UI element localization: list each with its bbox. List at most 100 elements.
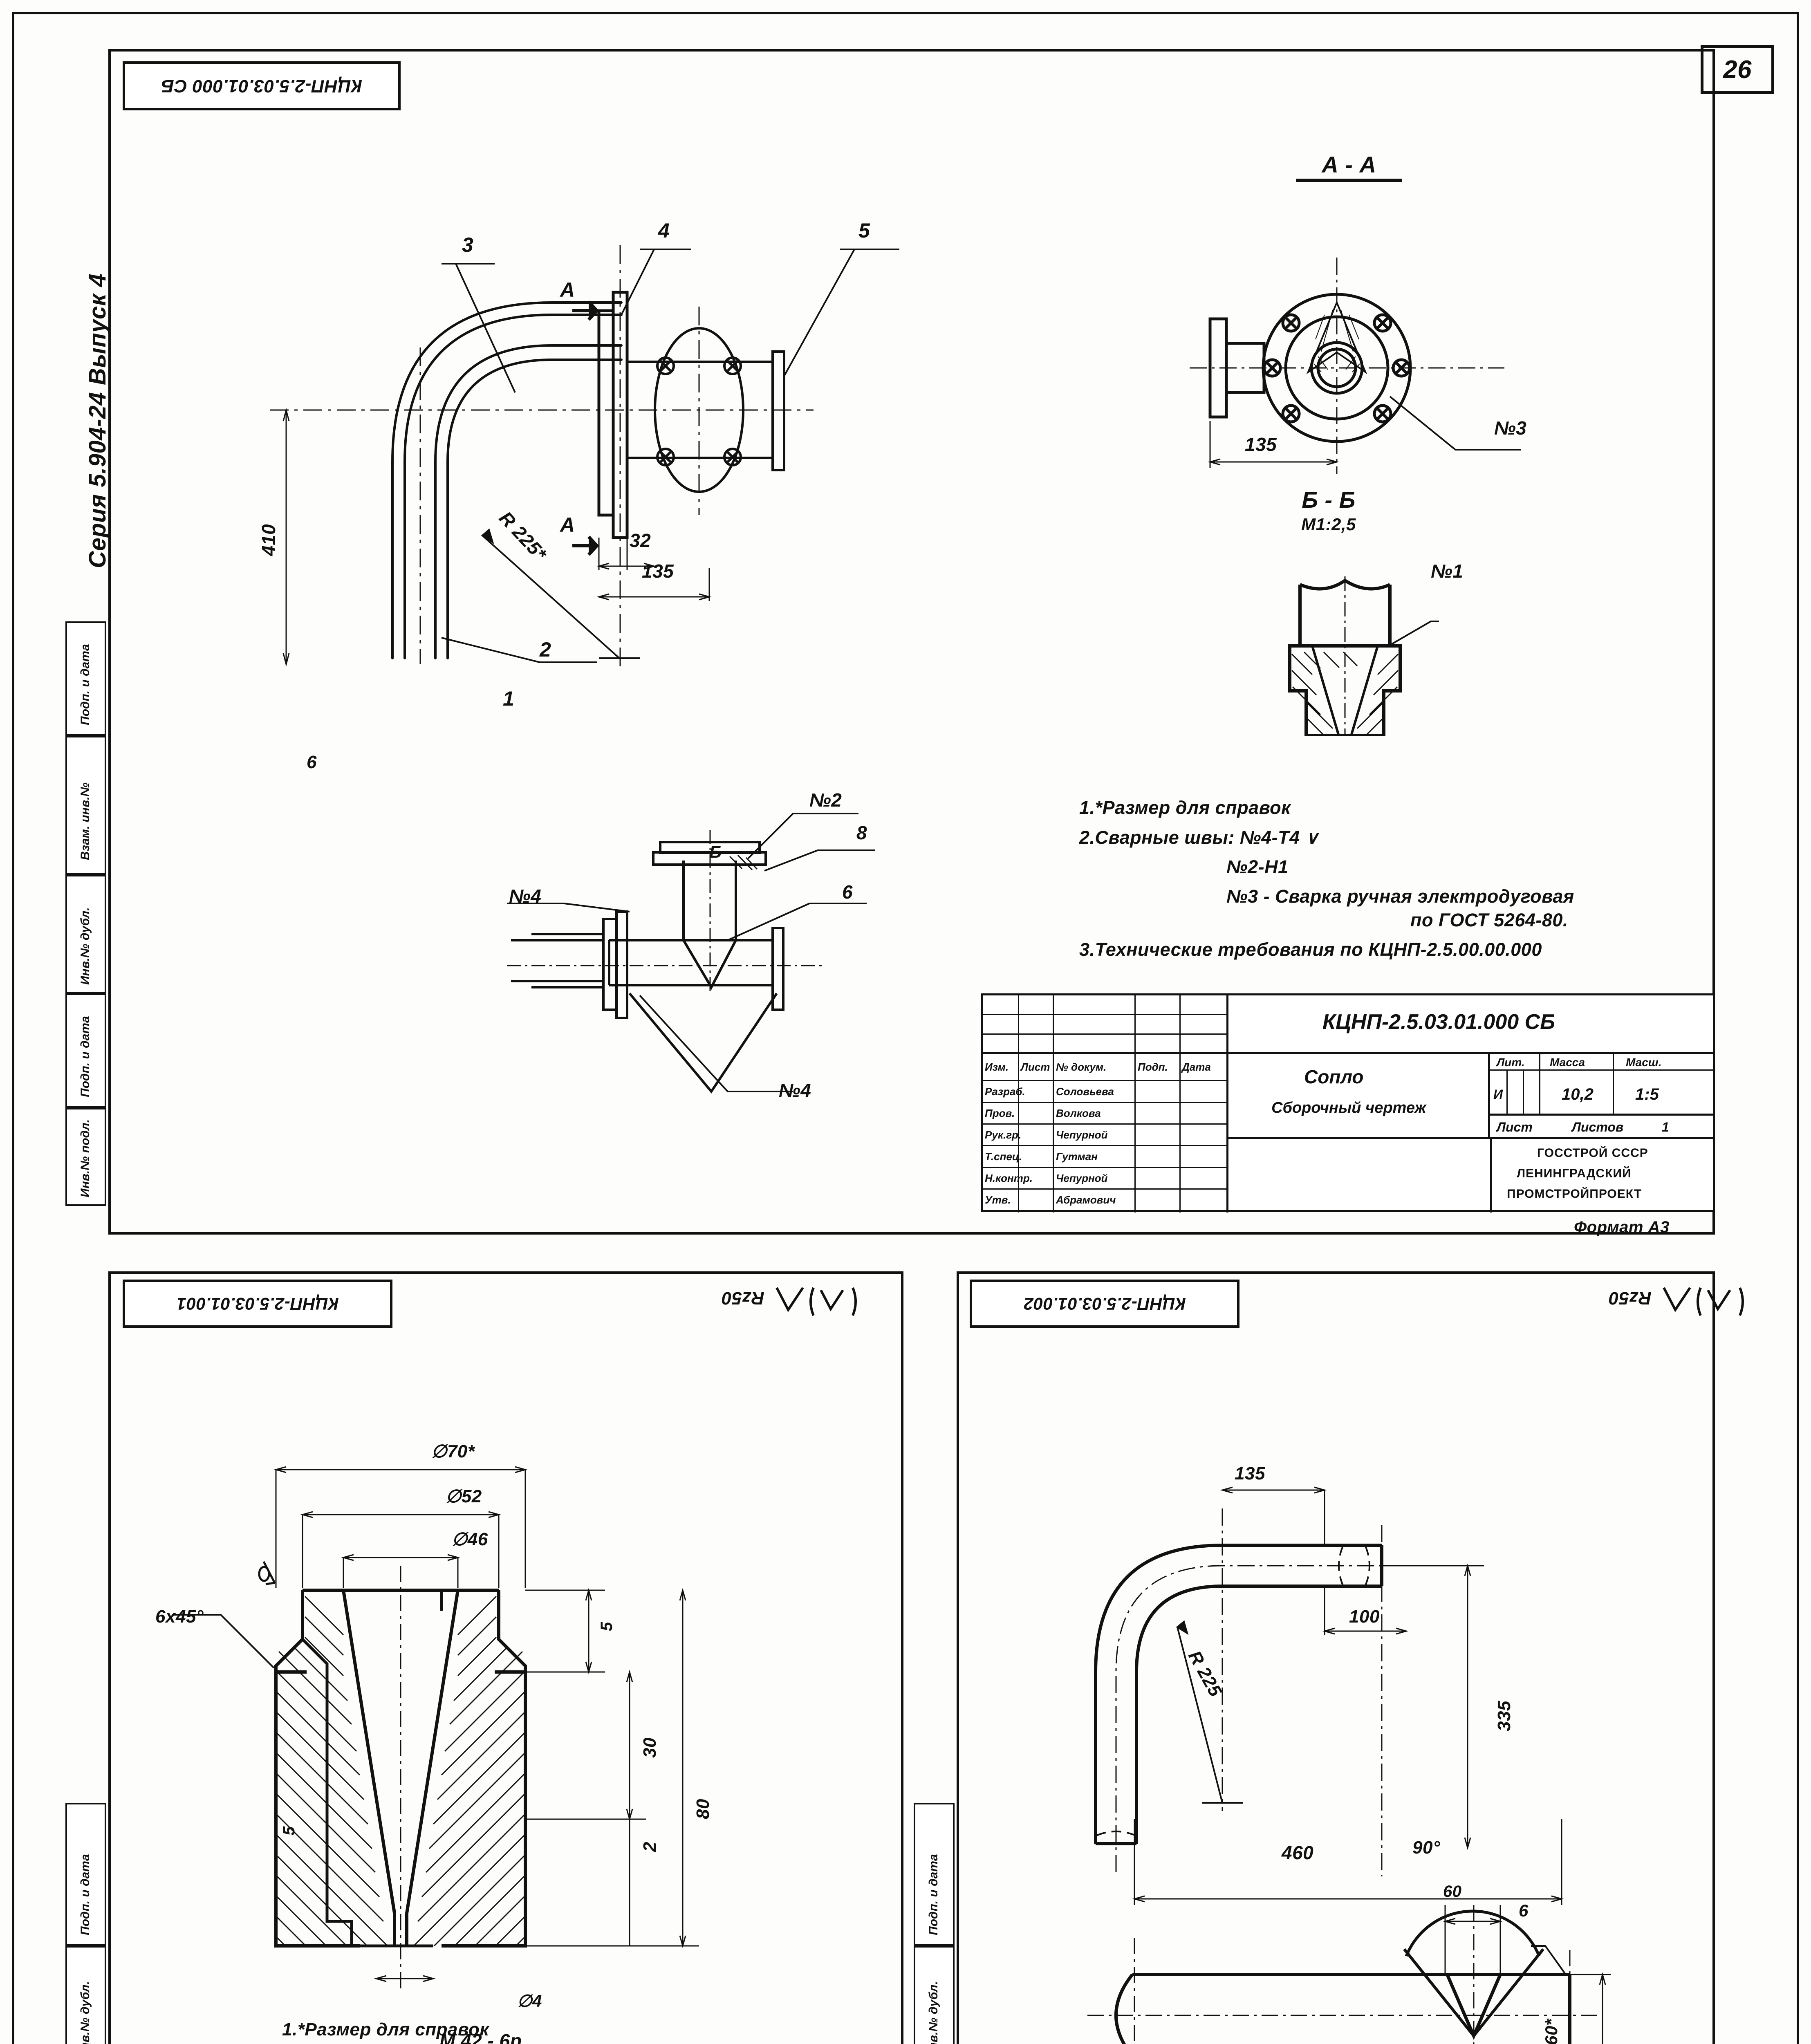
dim-100-tube: 100 (1349, 1607, 1380, 1627)
top-sheet-frame (108, 49, 1715, 1235)
designation-text: КЦНП-2.5.03.01.002 (1023, 1294, 1186, 1313)
margin-box-vzam-inv-dubl: Взам. инв.№ Инв.№ дубл. (65, 1946, 106, 2044)
tb-role: Н.контр. (985, 1172, 1033, 1184)
weld-mark-2-detail: №2 (809, 789, 842, 811)
tb-org-line2: ЛЕНИНГРАДСКИЙ (1517, 1167, 1632, 1180)
dim-d70: ∅70* (431, 1441, 475, 1461)
note-line: 3.Технические требования по КЦНП-2.5.00.… (1079, 939, 1542, 960)
dim-135-main: 135 (642, 560, 674, 582)
tb-mass-value: 10,2 (1562, 1085, 1594, 1103)
margin-box-vzam-inv-dubl: Взам. инв.№ Инв.№ дубл. (914, 1946, 955, 2044)
tb-role: Утв. (985, 1194, 1011, 1206)
tb-lit-header: Лит. (1497, 1056, 1525, 1069)
balloon-3: 3 (462, 233, 474, 256)
margin-box-podp-data-2: Подп. и дата (65, 993, 106, 1108)
tb-org-line1: ГОССТРОЙ СССР (1537, 1146, 1648, 1160)
dim-32: 32 (630, 530, 651, 551)
tb-col-header: Изм. (985, 1061, 1009, 1073)
margin-label: Взам. инв.№ Инв.№ дубл. (927, 1981, 941, 2044)
dim-h30: 30 (640, 1737, 660, 1758)
sheet-outer-frame (12, 12, 1799, 2044)
top-sheet-notes: 1.*Размер для справок 2.Сварные швы: №4-… (1079, 797, 1672, 960)
dim-t6: 6 (1519, 1901, 1529, 1920)
section-mark-b-detail: Б (709, 842, 722, 861)
tb-mass-header: Масса (1550, 1056, 1585, 1069)
tb-col-header: № докум. (1056, 1061, 1107, 1073)
margin-box-inv-podl: Инв.№ подл. (65, 1108, 106, 1206)
margin-column-bottom-left: Подп. и дата Взам. инв.№ Инв.№ дубл. Под… (65, 1803, 106, 2044)
note-line: №2-Н1 (1226, 856, 1289, 877)
balloon-8-detail: 8 (856, 822, 867, 843)
roughness-value: Rz50 (1609, 1288, 1652, 1308)
tb-name: Чепурной (1056, 1129, 1108, 1141)
view-bb-scale: М1:2,5 (1301, 515, 1356, 534)
assembly-detail-view (507, 813, 875, 1094)
balloon-6-detail: 6 (842, 881, 853, 903)
tb-sheets-label: Листов (1572, 1120, 1624, 1134)
view-bb-title: Б - Б М1:2,5 (1267, 486, 1390, 534)
margin-label: Подп. и дата (78, 1016, 92, 1097)
straight-tube-detail (1087, 1819, 1611, 2044)
view-bb-drawing (1288, 576, 1439, 736)
dim-h2: 2 (640, 1842, 660, 1852)
tb-org-line3: ПРОМСТРОЙПРОЕКТ (1507, 1187, 1642, 1201)
tb-role: Пров. (985, 1107, 1015, 1119)
weld-mark-4-detail-bottom: №4 (779, 1080, 811, 1101)
balloon-2: 2 (540, 638, 551, 661)
margin-label: Подп. и дата (927, 1854, 940, 1935)
tb-name: Соловьева (1056, 1085, 1114, 1098)
format-label-top: Формат А3 (1574, 1218, 1670, 1236)
view-aa-label: А - А (1322, 152, 1376, 177)
page-number-box: 26 (1701, 45, 1774, 94)
margin-column-top: Подп. и дата Взам. инв.№ Инв.№ дубл. Под… (65, 621, 106, 1206)
margin-label: Взам. инв.№ Инв.№ дубл. (78, 1981, 92, 2044)
margin-column-bottom-right: Подп. и дата Взам. инв.№ Инв.№ дубл. Под… (914, 1803, 955, 2044)
tb-sheet-label: Лист (1497, 1120, 1533, 1134)
tb-part-name: Сопло (1304, 1066, 1364, 1087)
dim-335-tube: 335 (1494, 1701, 1514, 1731)
view-aa-title: А - А (1296, 151, 1402, 182)
assembly-main-view (270, 245, 899, 666)
tb-role: Т.спец. (985, 1150, 1022, 1163)
dim-410: 410 (258, 524, 279, 556)
note-line: 1.*Размер для справок (1079, 797, 1291, 818)
margin-box-podp-data-1: Подп. и дата (65, 1803, 106, 1946)
tb-col-header: Подп. (1138, 1061, 1168, 1073)
margin-label: Подп. и дата (78, 644, 92, 725)
bottom-left-notes: 1.*Размер для справок 2.Технические треб… (282, 2019, 854, 2044)
weld-mark-3-aa: №3 (1494, 417, 1527, 439)
designation-text: КЦНП-2.5.03.01.000 СБ (161, 76, 362, 96)
tb-name: Гутман (1056, 1150, 1098, 1163)
dim-460: 460 (1282, 1842, 1314, 1863)
view-aa-drawing (1190, 258, 1521, 474)
tb-role: Рук.гр. (985, 1129, 1022, 1141)
dim-angle-90: 90° (1412, 1838, 1441, 1858)
balloon-1: 1 (503, 687, 515, 710)
note-line: 2.Сварные швы: №4-Т4 ∨ (1079, 827, 1319, 848)
margin-box-inv-dubl: Инв.№ дубл. (65, 875, 106, 993)
note-line: 1.*Размер для справок (282, 2019, 489, 2040)
tb-sheets-value: 1 (1662, 1120, 1669, 1134)
margin-box-vzam-inv: Взам. инв.№ (65, 736, 106, 875)
margin-label: Подп. и дата (78, 1854, 92, 1935)
tb-designation: КЦНП-2.5.03.01.000 СБ (1322, 1010, 1555, 1034)
tb-role: Разраб. (985, 1085, 1025, 1098)
dim-d52: ∅52 (446, 1486, 482, 1506)
dim-thread: М 42 - 6р (439, 2030, 522, 2044)
tb-col-header: Лист (1021, 1061, 1050, 1073)
tb-col-header: Дата (1182, 1061, 1211, 1073)
dim-chamfer: 6х45° (155, 1607, 204, 1627)
designation-corner-top: КЦНП-2.5.03.01.000 СБ (123, 61, 401, 110)
margin-box-podp-data-1: Подп. и дата (914, 1803, 955, 1946)
dim-dia60: ∅60* (1542, 2019, 1561, 2044)
dim-d46: ∅46 (452, 1529, 488, 1549)
balloon-4: 4 (658, 219, 670, 242)
dim-135-tube: 135 (1235, 1464, 1265, 1484)
dim-w60: 60 (1443, 1883, 1462, 1901)
section-mark-a-bottom: А (560, 513, 575, 536)
series-label: Серия 5.904-24 Выпуск 4 (84, 273, 111, 568)
tb-scale-value: 1:5 (1635, 1085, 1659, 1103)
weld-mark-4-detail-left: №4 (509, 885, 542, 907)
tb-scale-header: Масш. (1626, 1056, 1662, 1069)
